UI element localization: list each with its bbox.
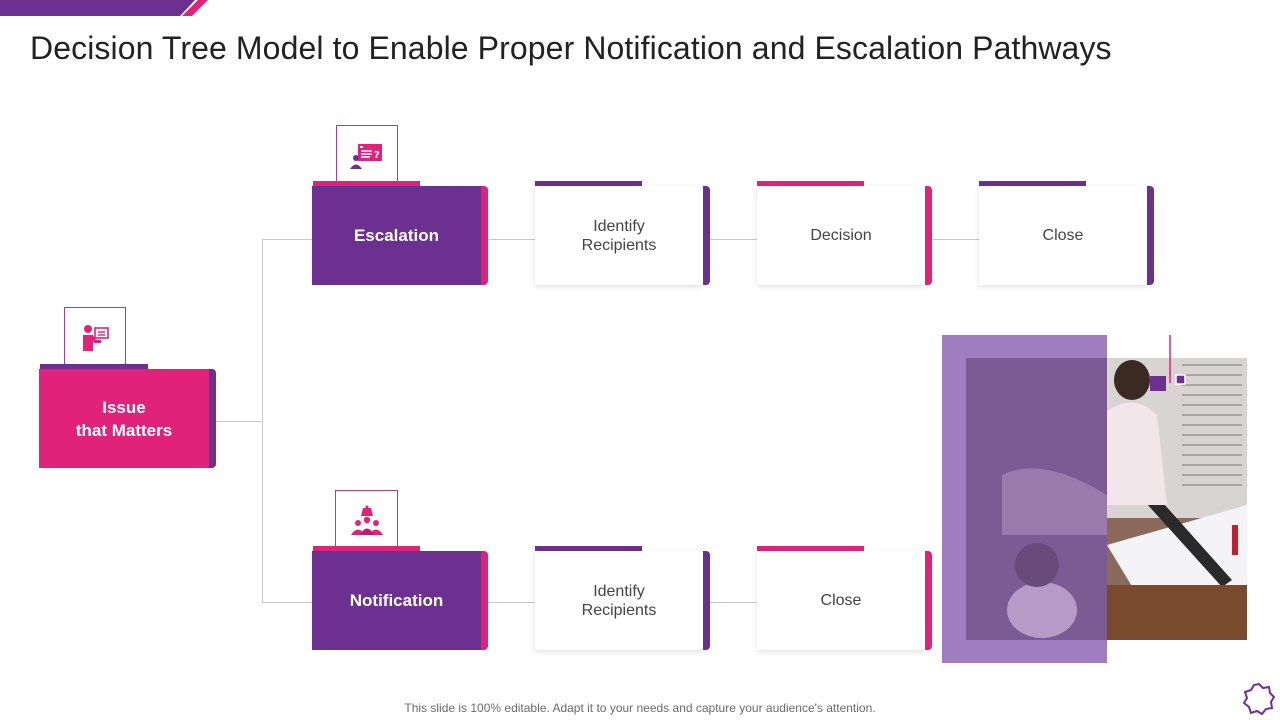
notification-node: Notification [312,551,481,650]
footer-note: This slide is 100% editable. Adapt it to… [404,701,876,715]
notification-connector [262,602,313,603]
tree-trunk [262,239,263,603]
group-notification-icon [350,505,383,535]
step-label: Identify Recipients [581,582,657,619]
escalation-step-connector-2 [709,239,757,240]
escalation-step1-bar [535,181,642,186]
question-board-icon-box: ? [336,125,398,187]
root-top-bar [40,364,148,369]
root-connector [215,421,263,422]
root-edge [209,369,216,468]
corner-decoration [0,0,208,16]
root-label-line2: that Matters [75,420,173,440]
notification-top-bar [313,546,420,551]
escalation-node: Escalation [312,186,481,285]
notification-step-connector-1 [487,602,535,603]
notification-step1-bar [535,546,642,551]
step-label: Decision [810,227,872,244]
root-node: Issue that Matters [39,369,209,468]
notification-step2-bar [757,546,864,551]
notification-edge [481,551,488,650]
step-label: Close [1042,227,1084,244]
notification-step1-edge [703,551,710,650]
escalation-step-close: Close [979,186,1147,285]
escalation-step-decision: Decision [757,186,925,285]
svg-text:?: ? [374,150,380,161]
group-notification-icon-box [335,490,398,552]
notification-step-connector-2 [709,602,757,603]
escalation-connector [262,239,313,240]
escalation-step3-edge [1147,186,1154,285]
step-label: Identify Recipients [581,217,657,254]
notification-step2-edge [925,551,932,650]
office-photo [942,335,1247,663]
notification-step-close: Close [757,551,925,650]
question-board-icon: ? [350,144,382,169]
presenter-icon-box [64,307,126,369]
escalation-step3-bar [979,181,1086,186]
escalation-step-connector-3 [931,239,979,240]
presenter-icon [83,325,109,351]
notification-step-identify-recipients: Identify Recipients [535,551,703,650]
escalation-step1-edge [703,186,710,285]
escalation-top-bar [313,181,420,186]
escalation-edge [481,186,488,285]
step-label: Close [820,592,862,609]
logo-icon [1243,683,1275,715]
root-label-line1: Issue [102,397,146,417]
page-title: Decision Tree Model to Enable Proper Not… [30,30,1112,66]
escalation-step2-edge [925,186,932,285]
escalation-step-identify-recipients: Identify Recipients [535,186,703,285]
escalation-step2-bar [757,181,864,186]
escalation-step-connector-1 [487,239,535,240]
